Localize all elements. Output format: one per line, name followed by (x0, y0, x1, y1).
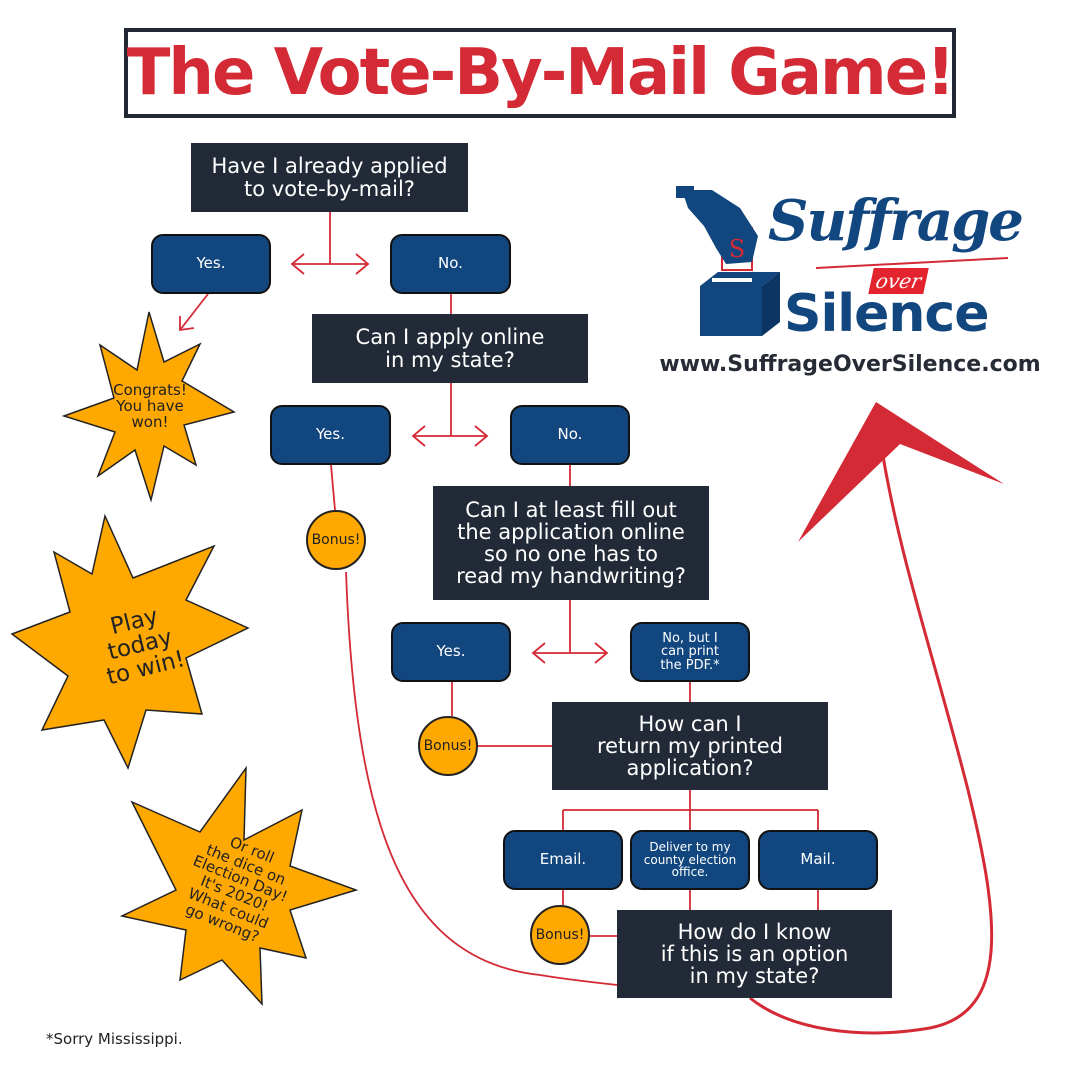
logo-graphic (676, 186, 1009, 336)
logo-word-silence: Silence (784, 284, 989, 344)
play-burst (10, 513, 250, 771)
footnote: *Sorry Mississippi. (46, 1030, 183, 1048)
answer-return-deliver-text: Deliver to my county election office. (643, 840, 737, 880)
answer-online-no-text: No. (557, 425, 583, 444)
answer-return-email: Email. (503, 830, 623, 890)
question-apply-online: Can I apply online in my state? (312, 314, 588, 383)
bonus-circle-fill: Bonus! (418, 716, 478, 776)
question-option-in-state-text: How do I know if this is an option in my… (660, 919, 849, 989)
bonus-curve-line (345, 571, 618, 986)
bonus-circle-email-text: Bonus! (535, 927, 585, 943)
congrats-burst (61, 311, 236, 503)
question-return-method-text: How can I return my printed application? (596, 711, 784, 781)
question-applied: Have I already applied to vote-by-mail? (191, 143, 468, 212)
yes-to-congrats-arrow (179, 293, 209, 331)
answer-fill-yes: Yes. (391, 622, 511, 682)
return-to-start-arrow (749, 449, 994, 1035)
bonus-circle-online-text: Bonus! (311, 532, 361, 548)
title-box: The Vote-By-Mail Game! (124, 28, 956, 118)
question-fill-online: Can I at least fill out the application … (433, 486, 709, 600)
ballot-box (700, 286, 762, 336)
answer-return-deliver: Deliver to my county election office. (630, 830, 750, 890)
answer-applied-no-text: No. (438, 254, 463, 273)
hand-shape (682, 190, 758, 264)
congrats-burst-text: Congrats! You have won! (113, 381, 187, 431)
roll-burst (119, 765, 359, 1007)
answer-return-mail-text: Mail. (800, 850, 836, 869)
answer-applied-yes: Yes. (151, 234, 271, 294)
bonus-circle-email: Bonus! (530, 905, 590, 965)
page-title: The Vote-By-Mail Game! (126, 36, 956, 110)
answer-applied-no: No. (390, 234, 511, 294)
answer-return-email-text: Email. (539, 850, 587, 869)
answer-online-yes: Yes. (270, 405, 391, 465)
answer-online-no: No. (510, 405, 630, 465)
website-url[interactable]: www.SuffrageOverSilence.com (659, 352, 1041, 377)
question-return-method: How can I return my printed application? (552, 702, 828, 790)
return-arrow-head (798, 402, 1004, 542)
bonus-circle-fill-text: Bonus! (423, 738, 473, 754)
answer-fill-no-print-text: No, but I can print the PDF.* (660, 630, 720, 673)
answer-applied-yes-text: Yes. (196, 254, 226, 273)
bonus-circle-online: Bonus! (306, 510, 366, 570)
ballot-letter: S (728, 235, 746, 263)
question-applied-text: Have I already applied to vote-by-mail? (211, 154, 448, 201)
answer-online-yes-text: Yes. (316, 425, 345, 444)
question-option-in-state: How do I know if this is an option in my… (617, 910, 892, 998)
answer-return-mail: Mail. (758, 830, 878, 890)
answer-fill-yes-text: Yes. (436, 642, 466, 661)
answer-fill-no-print: No, but I can print the PDF.* (630, 622, 750, 682)
question-apply-online-text: Can I apply online in my state? (355, 325, 545, 372)
question-fill-online-text: Can I at least fill out the application … (456, 497, 686, 589)
logo-word-suffrage: Suffrage (768, 188, 1024, 254)
